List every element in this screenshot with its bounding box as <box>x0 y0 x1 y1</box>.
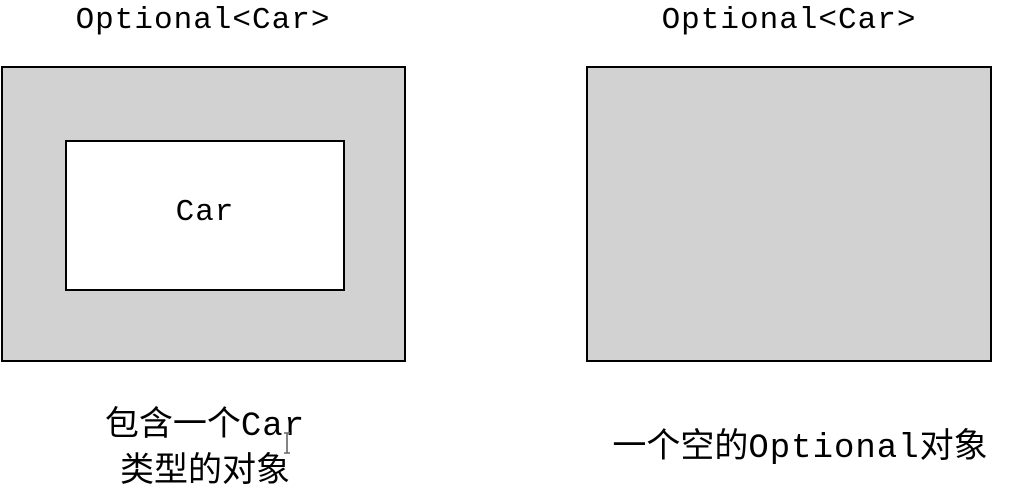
right-caption-pre-text: 一个空的 <box>612 426 749 466</box>
right-caption-code-text: Optional <box>748 430 920 468</box>
left-panel-title: Optional<Car> <box>75 3 331 38</box>
right-panel-title: Optional<Car> <box>661 3 917 38</box>
left-caption-line2: 类型的对象 <box>120 450 290 490</box>
optional-container-empty <box>586 66 992 362</box>
left-caption-line1: 包含一个Car <box>80 402 330 449</box>
left-caption-code-text: Car <box>240 408 306 446</box>
text-cursor-icon <box>284 432 290 454</box>
car-object-label: Car <box>175 194 235 230</box>
car-object-box: Car <box>65 140 345 291</box>
left-caption-cn-text: 包含一个 <box>104 404 241 444</box>
right-caption: 一个空的Optional对象 <box>576 424 1024 471</box>
right-caption-post-text: 对象 <box>919 426 988 466</box>
optional-container-full: Car <box>1 66 406 362</box>
